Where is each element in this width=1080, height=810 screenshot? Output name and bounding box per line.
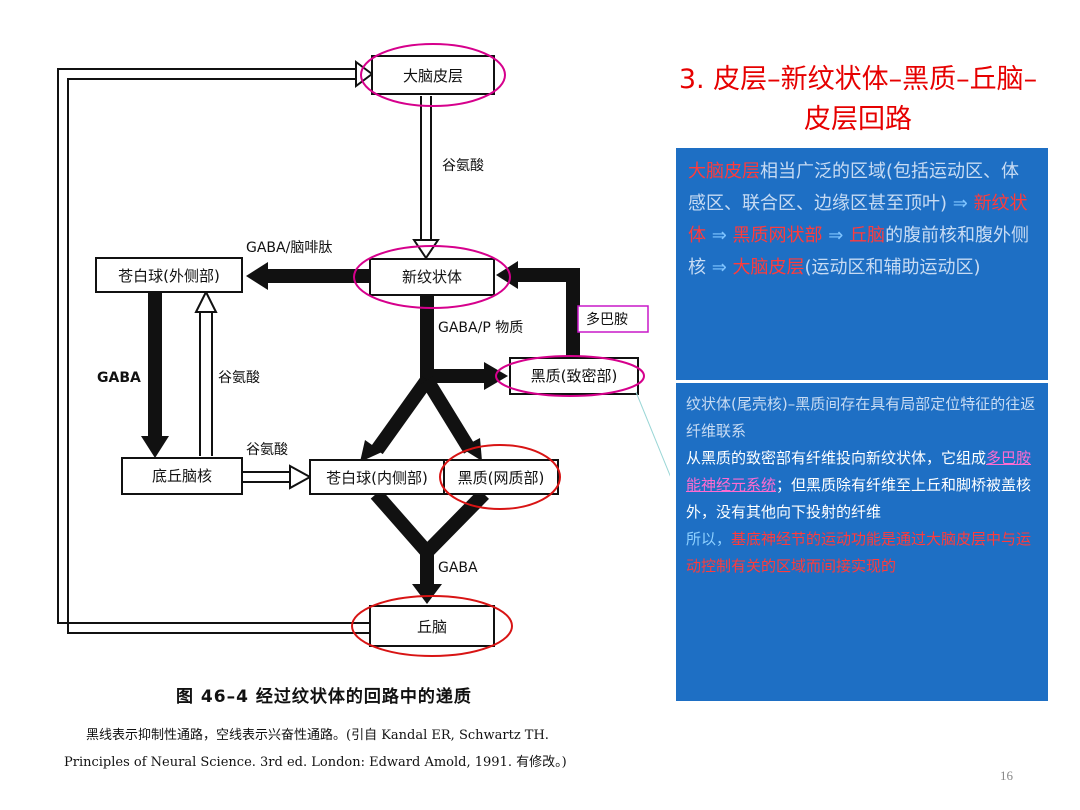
node-snc-label: 黑质(致密部) [531,367,618,385]
node-striatum: 新纹状体 [369,258,495,296]
box1-region-text: 相当广泛的区域(包括运动区、体感区、联合区、边缘区甚至顶叶) [688,161,1020,214]
note-reciprocal-fibers: 纹状体(尾壳核)–黑质间存在具有局部定位特征的往返纤维联系 [686,395,1036,440]
highlight-snc [495,355,645,397]
label-gaba-enkephalin: GABA/脑啡肽 [246,240,332,256]
node-thalamus-label: 丘脑 [417,618,447,636]
node-cortex: 大脑皮层 [371,55,495,95]
dopamine-system-link[interactable]: 多巴胺能神经元系统 [686,449,1032,494]
node-snr-label: 黑质(网质部) [458,469,545,487]
box1-arrow-1: ⇒ [947,193,974,214]
highlight-snr [439,444,561,510]
note-dopamine-text-b: ；但黑质除有纤维至上丘和脚桥被盖核外，没有其他向下投射的纤维 [686,476,1032,521]
gpint-thalamus-arrow [370,489,489,604]
node-snc: 黑质(致密部) [509,357,639,395]
dopamine-arrow [496,261,580,356]
box1-cortex: 大脑皮层 [688,161,760,182]
figure-caption-title: 图 46–4 经过纹状体的回路中的递质 [176,687,472,707]
box1-arrow-3: ⇒ [822,225,850,246]
box1-snr: 黑质网状部 [732,225,823,246]
box1-arrow-2: ⇒ [706,225,733,246]
note-conclusion-text: 基底神经节的运动功能是通过大脑皮层中与运动控制有关的区域而间接实现的 [686,530,1032,575]
note-conclusion: 所以，基底神经节的运动功能是通过大脑皮层中与运动控制有关的区域而间接实现的 [686,526,1038,580]
cortex-striatum-arrow [412,96,440,260]
node-gp-external-label: 苍白球(外侧部) [118,267,220,285]
highlight-cortex [360,43,506,107]
notes-box: 纹状体(尾壳核)–黑质间存在具有局部定位特征的往返纤维联系 从黑质的致密部有纤维… [676,383,1048,701]
callout-connector [635,391,670,477]
box1-cortex-2: 大脑皮层 [732,257,805,278]
label-glutamate-left: 谷氨酸 [218,370,260,386]
gpext-stn-arrow [141,290,169,458]
striatum-gpext-arrow [246,262,370,290]
label-gaba-left: GABA [97,370,141,386]
note-conclusion-prefix: 所以， [686,530,732,548]
figure-caption-line2: Principles of Neural Science. 3rd ed. Lo… [64,755,567,770]
node-snr: 黑质(网质部) [443,459,559,495]
box1-nuclei-text: 的腹前核和腹外侧核 [688,225,1030,278]
page-number: 16 [1000,768,1013,783]
box1-thalamus: 丘脑 [849,225,886,246]
striatum-output-pathway [360,290,508,462]
label-glutamate-stn: 谷氨酸 [246,442,288,458]
node-gp-internal-label: 苍白球(内侧部) [326,469,428,487]
node-gp-internal: 苍白球(内侧部) [309,459,445,495]
box1-motor-text: (运动区和辅助运动区) [804,257,981,278]
slide-title: 3. 皮层–新纹状体–黑质–丘脑–皮层回路 [678,64,1038,135]
label-gaba-bottom: GABA [438,560,478,576]
node-cortex-label: 大脑皮层 [403,67,463,85]
node-striatum-label: 新纹状体 [402,268,462,286]
note-dopamine-system: 从黑质的致密部有纤维投向新纹状体，它组成多巴胺能神经元系统；但黑质除有纤维至上丘… [686,445,1038,526]
label-dopamine: 多巴胺 [586,311,628,328]
dopamine-label-box [577,305,649,333]
node-gp-external: 苍白球(外侧部) [95,257,243,293]
node-stn-label: 底丘脑核 [152,467,212,485]
figure-caption-line1: 黑线表示抑制性通路，空线表示兴奋性通路。(引自 Kandal ER, Schwa… [86,728,549,743]
highlight-thalamus [351,595,513,657]
node-stn: 底丘脑核 [121,457,243,495]
box1-arrow-4: ⇒ [706,257,733,278]
note-dopamine-text-a: 从黑质的致密部有纤维投向新纹状体，它组成 [686,449,987,467]
label-gaba-substance-p: GABA/P 物质 [438,320,523,336]
highlight-striatum [353,245,511,309]
label-glutamate-cortex: 谷氨酸 [442,158,484,174]
box1-striatum: 新纹状体 [688,193,1028,246]
thalamus-cortex-loop [57,60,374,634]
circuit-diagram: 大脑皮层 新纹状体 苍白球(外侧部) 黑质(致密部) 底丘脑核 苍白球(内侧部)… [57,43,670,657]
pathway-description-box: 大脑皮层相当广泛的区域(包括运动区、体感区、联合区、边缘区甚至顶叶) ⇒ 新纹状… [676,148,1048,380]
stn-gpint-arrow [242,464,313,490]
node-thalamus: 丘脑 [369,605,495,647]
stn-gpext-arrow [194,289,218,456]
